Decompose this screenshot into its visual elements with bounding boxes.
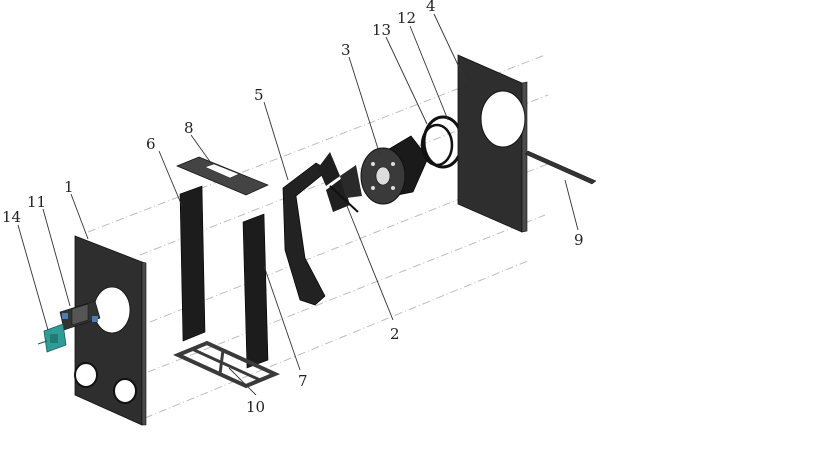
label-13: 13 [372,21,391,39]
vertical-strip-7 [242,213,269,369]
drum [360,135,429,205]
label-10: 10 [246,398,265,416]
front-plate [74,235,147,426]
curved-channel [282,162,329,306]
sensor-bracket [59,300,101,331]
label-8: 8 [184,119,194,137]
bottom-frame [172,340,281,389]
rings [420,115,464,169]
rod [524,150,597,185]
teal-sensor [37,323,67,353]
part-labels: 1 11 14 6 8 5 3 13 12 4 9 2 7 10 [2,0,584,416]
impeller [318,152,362,213]
top-frame [176,156,269,196]
label-12: 12 [397,9,416,27]
label-14: 14 [2,208,21,226]
label-1: 1 [64,178,74,196]
back-plate [457,54,528,233]
label-3: 3 [341,41,351,59]
vertical-strip-6 [179,185,206,342]
label-6: 6 [146,135,156,153]
label-5: 5 [254,86,264,104]
label-9: 9 [574,231,584,249]
label-2: 2 [390,325,400,343]
label-4: 4 [426,0,436,15]
label-7: 7 [298,372,308,390]
label-11: 11 [27,193,46,211]
leader-lines [17,13,579,396]
